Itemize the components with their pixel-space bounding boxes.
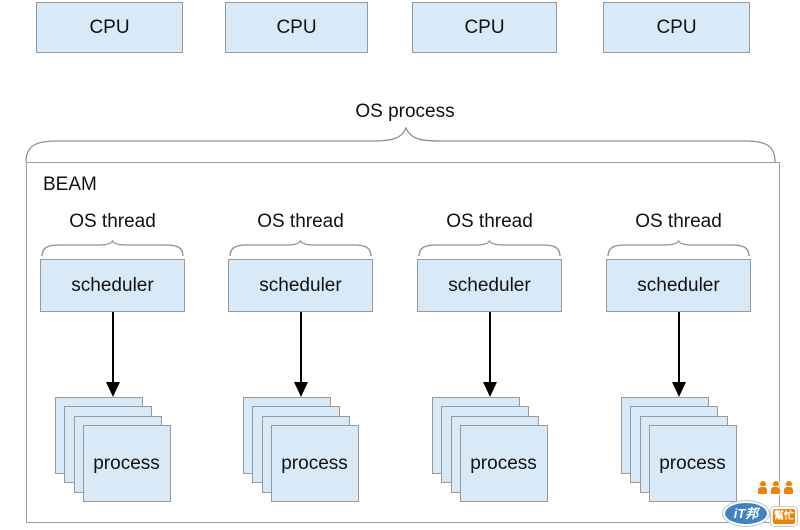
watermark-suffix-text: 幫忙 — [774, 510, 794, 522]
os-thread-brace — [41, 240, 184, 257]
scheduler-column: OS thread scheduler process — [228, 211, 373, 502]
scheduler-box: scheduler — [228, 259, 373, 312]
os-thread-label: OS thread — [635, 211, 722, 232]
arrow-head — [105, 382, 120, 397]
process-stack: process — [431, 397, 548, 502]
arrow-head — [293, 382, 308, 397]
process-stack: process — [242, 397, 359, 502]
scheduler-column: OS thread scheduler process — [417, 211, 562, 502]
os-thread-label: OS thread — [446, 211, 533, 232]
cpu-label: CPU — [276, 16, 317, 38]
process-box-front: process — [459, 425, 548, 502]
cpu-label: CPU — [89, 16, 130, 38]
cpu-box: CPU — [36, 2, 183, 53]
watermark-brand-text: iT邦 — [733, 506, 759, 521]
person-icon — [756, 480, 768, 495]
watermark-brand-badge: iT邦 — [723, 501, 769, 526]
scheduler-box: scheduler — [417, 259, 562, 312]
os-thread-brace — [607, 240, 750, 257]
cpu-box: CPU — [603, 2, 750, 53]
arrow-line — [677, 312, 680, 382]
cpu-box: CPU — [225, 2, 368, 53]
watermark-figures-icon — [756, 480, 794, 495]
process-box-front: process — [270, 425, 359, 502]
scheduler-box: scheduler — [40, 259, 185, 312]
os-thread-brace — [418, 240, 561, 257]
os-process-label: OS process — [355, 101, 455, 122]
os-thread-label: OS thread — [69, 211, 156, 232]
arrow-head — [671, 382, 686, 397]
scheduler-column: OS thread scheduler process — [40, 211, 185, 502]
process-box-front: process — [82, 425, 171, 502]
process-stack: process — [620, 397, 737, 502]
arrow-line — [111, 312, 114, 382]
os-process-brace — [25, 127, 776, 163]
beam-title: BEAM — [43, 174, 97, 195]
cpu-label: CPU — [656, 16, 697, 38]
person-icon — [769, 480, 781, 495]
arrow-down-icon — [293, 312, 308, 397]
person-icon — [782, 480, 794, 495]
ithome-watermark-logo: iT邦 幫忙 — [723, 480, 797, 528]
arrow-down-icon — [482, 312, 497, 397]
arrow-down-icon — [671, 312, 686, 397]
os-thread-label: OS thread — [257, 211, 344, 232]
arrow-line — [488, 312, 491, 382]
scheduler-column: OS thread scheduler process — [606, 211, 751, 502]
process-stack: process — [54, 397, 171, 502]
watermark-suffix-badge: 幫忙 — [771, 507, 797, 526]
arrow-head — [482, 382, 497, 397]
cpu-label: CPU — [464, 16, 505, 38]
arrow-down-icon — [105, 312, 120, 397]
process-box-front: process — [648, 425, 737, 502]
cpu-box: CPU — [412, 2, 557, 53]
os-thread-brace — [229, 240, 372, 257]
scheduler-box: scheduler — [606, 259, 751, 312]
arrow-line — [299, 312, 302, 382]
